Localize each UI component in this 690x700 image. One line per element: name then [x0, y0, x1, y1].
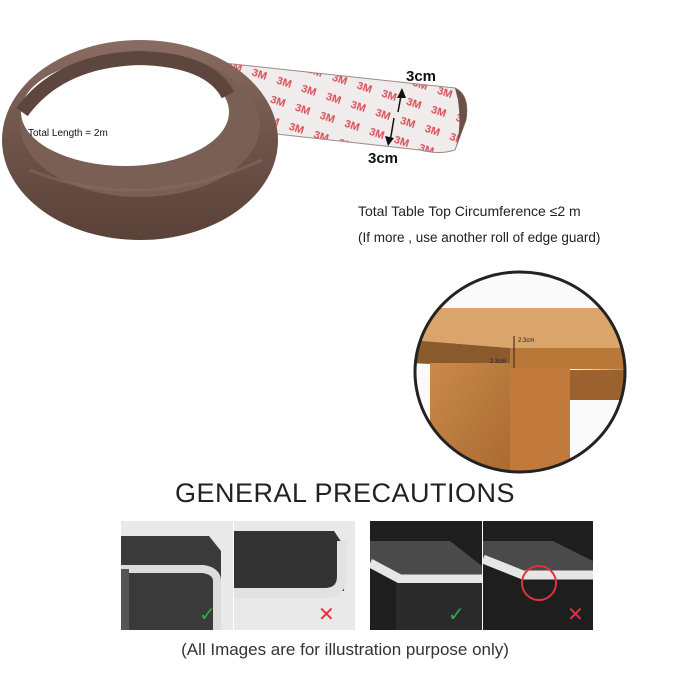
dimension-bottom-label: 3cm: [368, 150, 399, 167]
precaution-panel-2: ✕: [234, 521, 355, 630]
precaution-panel-4: ✕: [483, 521, 593, 630]
precaution-panel-3: ✓: [370, 521, 482, 630]
circumference-note: Total Table Top Circumference ≤2 m: [358, 203, 581, 219]
table-dim-side-label: 2.3cm: [490, 359, 506, 365]
edge-guard-roll-illustration: 3M: [2, 40, 468, 240]
precaution-panel-1: ✓: [121, 521, 233, 630]
illustration-disclaimer: (All Images are for illustration purpose…: [181, 640, 509, 659]
cross-icon: ✕: [318, 604, 335, 626]
precautions-heading: GENERAL PRECAUTIONS: [174, 478, 516, 508]
table-dim-top-label: 2.3cm: [518, 338, 534, 344]
check-icon: ✓: [448, 604, 465, 626]
more-note: (If more , use another roll of edge guar…: [358, 230, 601, 245]
total-length-label: Total Length = 2m: [28, 128, 108, 139]
cross-icon: ✕: [567, 604, 584, 626]
check-icon: ✓: [199, 604, 216, 626]
dimension-top-label: 3cm: [406, 68, 437, 85]
table-corner-illustration: 2.3cm 2.3cm: [413, 270, 627, 474]
